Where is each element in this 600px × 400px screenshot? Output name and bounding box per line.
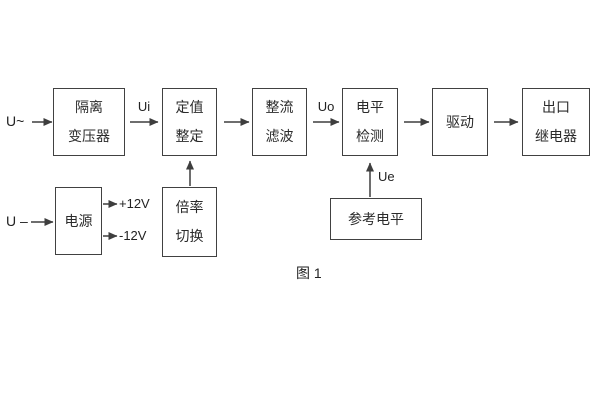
block-label-line: 切换: [175, 228, 204, 244]
block-label-line: 整流: [265, 99, 294, 115]
block-power-supply: 电源: [55, 187, 102, 255]
block-label-line: 继电器: [535, 128, 577, 144]
figure-caption: 图 1: [296, 265, 322, 281]
block-label-line: 检测: [356, 128, 384, 144]
input-dc-label: U –: [6, 213, 28, 229]
block-label-line: 参考电平: [348, 210, 404, 227]
block-reference-level: 参考电平: [330, 198, 422, 240]
block-output-relay: 出口 继电器: [522, 88, 590, 156]
rail-plus12-label: +12V: [119, 196, 150, 211]
rail-minus12-label: -12V: [119, 228, 147, 243]
signal-uo-label: Uo: [317, 99, 335, 114]
block-ratio-switch: 倍率 切换: [162, 187, 217, 257]
block-isolation-transformer: 隔离 变压器: [53, 88, 125, 156]
block-label-line: 变压器: [68, 128, 110, 144]
block-label-line: 滤波: [265, 128, 294, 144]
block-label-line: 电平: [356, 99, 384, 115]
block-label-line: 定值: [175, 99, 204, 115]
input-ac-label: U~: [6, 113, 25, 129]
block-label-line: 倍率: [175, 199, 204, 215]
block-drive: 驱动: [432, 88, 488, 156]
block-label-line: 驱动: [446, 113, 474, 130]
block-label-line: 出口: [542, 99, 570, 115]
block-rectifier-filter: 整流 滤波: [252, 88, 307, 156]
block-setting-adjust: 定值 整定: [162, 88, 217, 156]
signal-ui-label: Ui: [137, 99, 151, 114]
block-label-line: 电源: [64, 212, 93, 229]
block-level-detection: 电平 检测: [342, 88, 398, 156]
block-label-line: 隔离: [75, 99, 103, 115]
block-label-line: 整定: [175, 128, 204, 144]
signal-ue-label: Ue: [378, 169, 395, 184]
